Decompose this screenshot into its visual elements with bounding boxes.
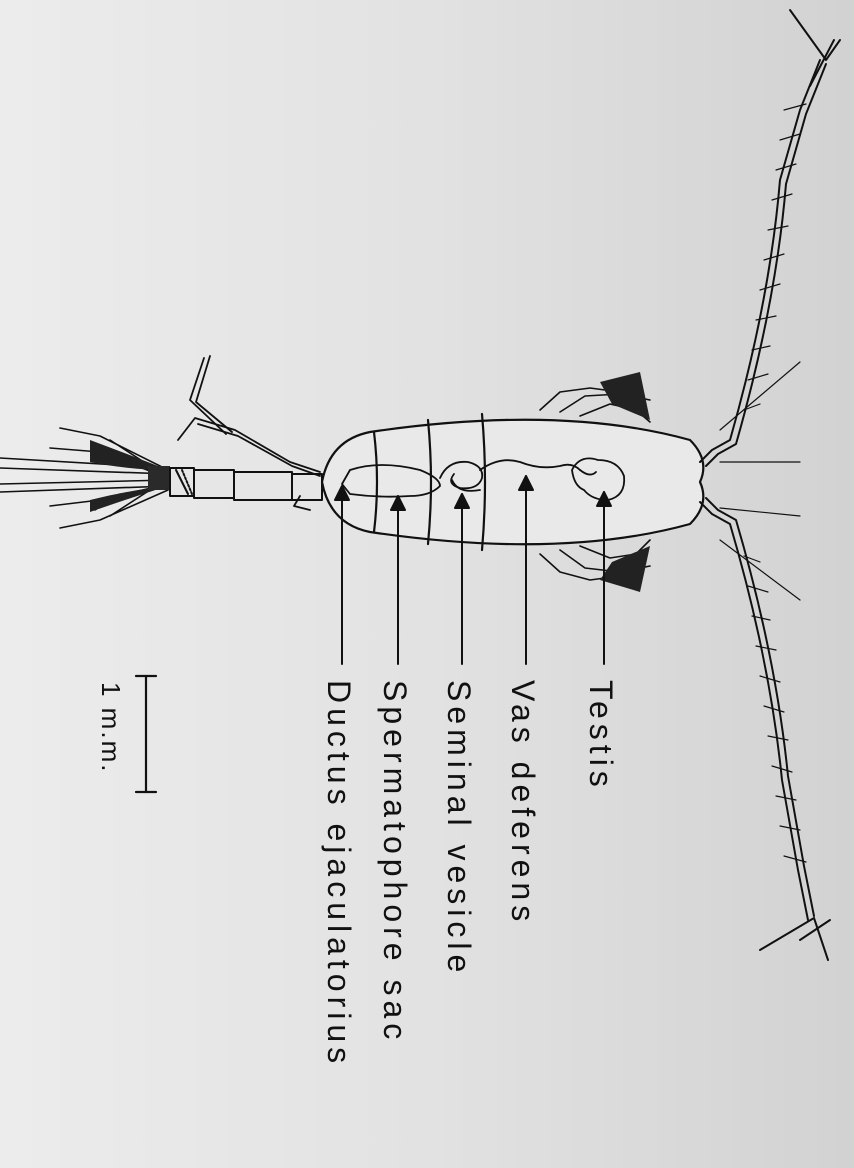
label-spermatophore-sac: Spermatophore sac bbox=[377, 680, 413, 1044]
prosome bbox=[322, 414, 703, 550]
label-vas-deferens: Vas deferens bbox=[505, 680, 541, 926]
scale-bar-label: 1 m.m. bbox=[96, 682, 126, 773]
label-seminal-vesicle: Seminal vesicle bbox=[441, 680, 477, 977]
label-testis: Testis bbox=[583, 680, 619, 792]
label-ductus-ejaculatorius: Ductus ejaculatorius bbox=[321, 680, 357, 1068]
